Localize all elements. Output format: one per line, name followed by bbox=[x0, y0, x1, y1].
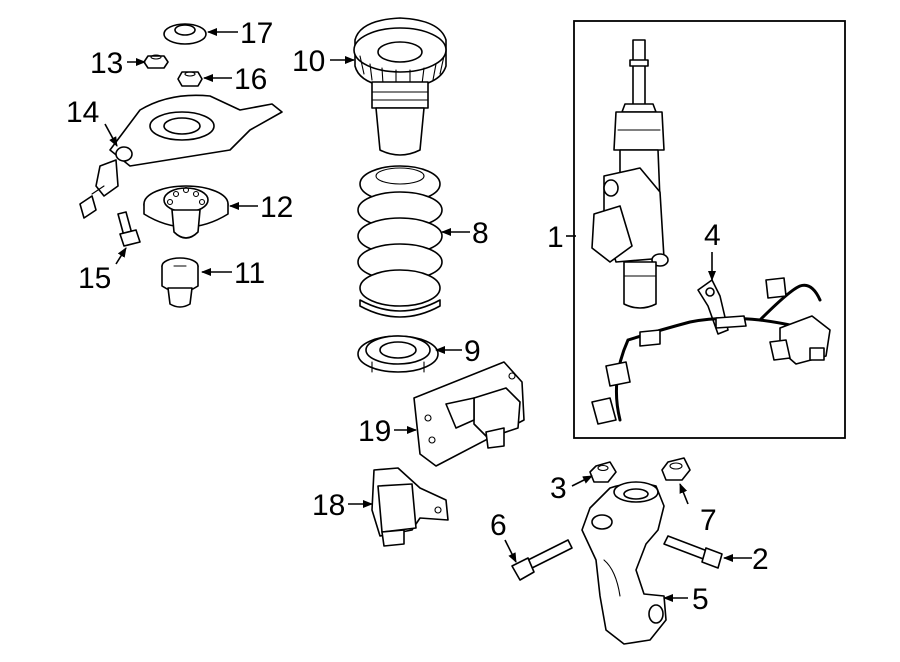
callout-14: 14 bbox=[66, 96, 99, 129]
callout-11: 11 bbox=[234, 257, 265, 290]
callout-15: 15 bbox=[78, 262, 111, 295]
callout-7: 7 bbox=[700, 504, 717, 537]
jounce-bumper bbox=[161, 257, 199, 308]
lower-spring-seat bbox=[357, 335, 439, 373]
callout-10: 10 bbox=[292, 45, 325, 78]
steering-knuckle bbox=[581, 481, 667, 645]
cap bbox=[163, 23, 207, 45]
bump-stop-isolator bbox=[353, 17, 447, 156]
strut-assembly bbox=[591, 39, 669, 309]
callout-2: 2 bbox=[752, 543, 769, 576]
callout-19: 19 bbox=[358, 415, 391, 448]
callout-6: 6 bbox=[490, 509, 507, 542]
callout-5: 5 bbox=[692, 583, 709, 616]
sensor-with-bracket bbox=[413, 361, 525, 467]
callout-13: 13 bbox=[90, 47, 123, 80]
nut-16 bbox=[177, 71, 203, 87]
callout-18: 18 bbox=[312, 489, 345, 522]
callout-1: 1 bbox=[547, 221, 564, 254]
callout-4: 4 bbox=[704, 219, 721, 252]
nut-7 bbox=[661, 457, 691, 481]
sensor-18 bbox=[371, 467, 449, 547]
callout-9: 9 bbox=[464, 335, 481, 368]
callout-17: 17 bbox=[240, 17, 273, 50]
bolt-6 bbox=[511, 539, 573, 581]
callout-16: 16 bbox=[234, 63, 267, 96]
bolt-15 bbox=[117, 211, 141, 247]
nut-3 bbox=[589, 461, 617, 483]
leader-lines bbox=[104, 28, 752, 602]
strut-assembly-frame bbox=[573, 20, 846, 439]
strut-mount bbox=[143, 185, 229, 239]
callout-3: 3 bbox=[550, 472, 567, 505]
nut-13 bbox=[143, 54, 169, 69]
upper-mount-bracket bbox=[79, 94, 283, 219]
callout-12: 12 bbox=[260, 191, 293, 224]
callout-8: 8 bbox=[472, 217, 489, 250]
callout-labels: 17 13 16 14 12 15 11 10 8 9 19 18 1 4 3 … bbox=[66, 17, 769, 616]
coil-spring bbox=[357, 165, 443, 318]
bolt-2 bbox=[663, 535, 723, 569]
wiring-harness bbox=[591, 277, 831, 425]
